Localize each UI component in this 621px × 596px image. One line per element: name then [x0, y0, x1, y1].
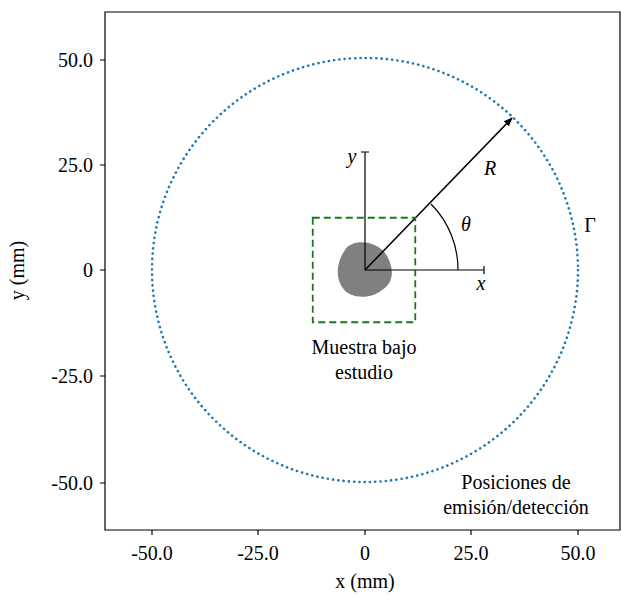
angle-symbol: θ — [461, 212, 471, 237]
tick-label: -25.0 — [51, 364, 93, 389]
axis-name: y — [348, 144, 357, 169]
tick-label: -25.0 — [237, 541, 279, 566]
radius-arrow — [365, 118, 512, 270]
ring-outline — [152, 58, 578, 482]
tick-label: 25.0 — [454, 541, 489, 566]
tick-label: -50.0 — [51, 471, 93, 496]
region-outline — [312, 217, 416, 323]
tick-label: 25.0 — [58, 153, 93, 178]
ring-symbol: Γ — [584, 213, 596, 238]
tick-label: 0 — [360, 541, 370, 566]
radius-symbol: R — [484, 156, 496, 181]
axis-name: x — [477, 271, 486, 296]
angle-arc — [431, 204, 458, 270]
tick-label: 0 — [83, 258, 93, 283]
ring-caption: Posiciones de emisión/detección — [416, 470, 616, 520]
tick-label: -50.0 — [131, 541, 173, 566]
axes-frame — [100, 12, 620, 535]
axis-title: x (mm) — [335, 569, 394, 594]
tick-label: 50.0 — [58, 48, 93, 73]
sample-caption: Muestra bajo estudio — [289, 335, 439, 385]
sample-region: Muestra bajo estudio — [312, 217, 416, 323]
detection-ring: Muestra bajo estudioΓPosiciones de emisi… — [152, 58, 578, 482]
tick-label: 50.0 — [561, 541, 596, 566]
dashed-square — [313, 218, 416, 323]
axis-title: y (mm) — [6, 240, 31, 299]
dotted-circle — [152, 58, 578, 482]
